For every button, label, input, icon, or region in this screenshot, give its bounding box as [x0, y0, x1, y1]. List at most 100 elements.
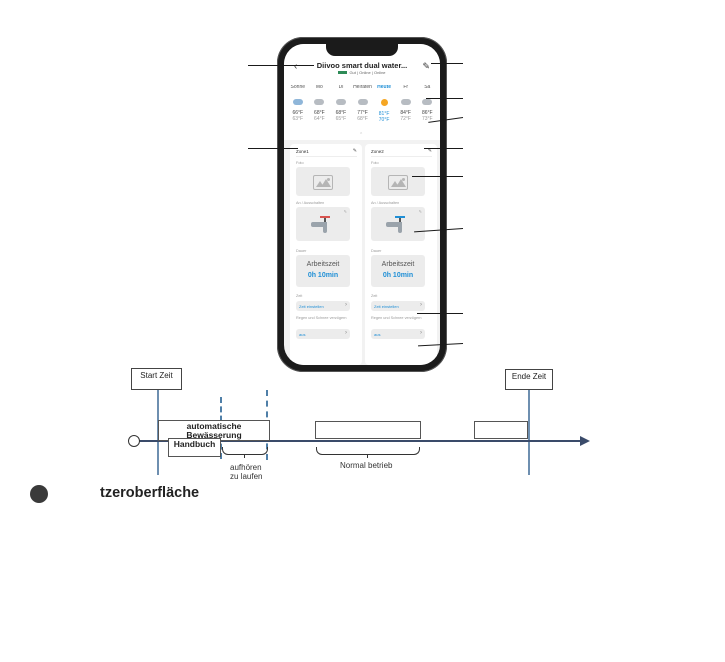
sun-icon — [380, 99, 388, 106]
photo-label: Foto — [296, 161, 304, 165]
weather-day: Sa 86°F 73°F — [416, 85, 438, 123]
temp-high: 68°F — [314, 110, 325, 116]
pencil-icon[interactable]: ✎ — [352, 148, 357, 154]
callout-line — [248, 148, 298, 149]
weather-day-today: Heute 81°F 70°F — [373, 85, 395, 123]
set-time-button[interactable]: Zeit einstellen › — [296, 301, 350, 311]
day-name: Heute — [377, 85, 392, 90]
pencil-icon[interactable]: ✎ — [427, 148, 432, 154]
temp-low: 68°F — [357, 116, 368, 122]
settings-icon[interactable]: ✎ — [343, 209, 347, 214]
stop-running-text: aufhören zu laufen — [230, 463, 263, 481]
normal-run-box — [315, 421, 421, 439]
settings-icon[interactable]: ✎ — [418, 209, 422, 214]
zone-card-2: Zone2✎ Foto An / Ausschalten ✎ Dauer Arb… — [365, 144, 437, 365]
valve-switch[interactable]: ✎ — [296, 207, 350, 241]
callout-line — [426, 98, 463, 99]
duration-box[interactable]: Arbeitszeit 0h 10min — [296, 255, 350, 287]
temp-low: 73°F — [421, 116, 433, 122]
time-label: Zeit — [371, 294, 378, 298]
temp-high: 77°F — [357, 110, 368, 116]
faucet-icon — [386, 215, 410, 235]
end-marker-line — [528, 390, 530, 475]
image-icon — [388, 174, 408, 190]
switch-label: An / Ausschalten — [371, 201, 400, 205]
work-time-value: 0h 10min — [382, 272, 414, 279]
normal-operation-text: Normal betrieb — [340, 461, 393, 470]
temp-high: 68°F — [335, 110, 347, 116]
device-status: Gut | Online | Online — [284, 70, 440, 75]
brace-tip — [367, 454, 368, 458]
duration-box[interactable]: Arbeitszeit 0h 10min — [371, 255, 425, 287]
temp-low: 64°F — [314, 116, 325, 122]
zone-name: Zone2 — [371, 149, 384, 154]
photo-box[interactable] — [296, 167, 350, 196]
zone-card-1: Zone1 ✎ Foto An / Ausschalten ✎ Dauer Arb… — [290, 144, 362, 365]
back-icon[interactable]: ‹ — [294, 61, 298, 72]
photo-box[interactable] — [371, 167, 425, 196]
end-time-label: Ende Zeit — [505, 369, 553, 390]
temp-high: 84°F — [400, 110, 411, 116]
faucet-icon — [311, 215, 335, 235]
cloud-icon — [357, 99, 368, 105]
zone-name: Zone1 — [296, 149, 309, 154]
zone-header: Zone2 ✎ — [371, 148, 432, 157]
brace-tip — [244, 454, 245, 458]
callout-line — [417, 313, 463, 314]
day-name: Di — [338, 85, 344, 90]
rain-delay-label: Regen und Schnee verzögern — [371, 316, 422, 320]
start-time-label: Start Zeit — [131, 368, 182, 390]
set-time-label: Zeit einstellen — [374, 304, 399, 309]
day-name: Heiraten — [353, 85, 372, 90]
chevron-right-icon: › — [345, 302, 347, 308]
brace — [222, 447, 268, 455]
weather-day: Heiraten 77°F 68°F — [352, 85, 374, 123]
timeline-axis — [138, 440, 582, 442]
weather-day: Sonne 66°F 63°F — [287, 85, 309, 123]
weather-forecast: Sonne 66°F 63°F Mo 68°F 64°F Di 68°F 65°… — [287, 85, 438, 123]
rain-delay-button[interactable]: aus › — [371, 329, 425, 339]
day-name: Sa — [424, 85, 431, 90]
duration-label: Dauer — [296, 249, 307, 253]
brace — [316, 447, 420, 455]
weather-day: Fr 84°F 72°F — [395, 85, 417, 123]
chevron-right-icon: › — [345, 330, 347, 336]
set-time-button[interactable]: Zeit einstellen › — [371, 301, 425, 311]
section-heading: tzeroberfläche — [100, 485, 200, 501]
time-label: Zeit — [296, 294, 303, 298]
temp-low: 72°F — [400, 116, 411, 122]
device-status-text: Gut | Online | Online — [349, 70, 386, 75]
temp-low: 70°F — [378, 117, 390, 123]
day-name: Mo — [315, 85, 323, 90]
switch-label: An / Ausschalten — [296, 201, 325, 205]
chevron-right-icon: › — [420, 302, 422, 308]
temp-high: 81°F — [378, 111, 390, 117]
rain-delay-label: Regen und Schnee verzögern — [296, 316, 347, 320]
arrow-right-icon — [580, 436, 590, 446]
work-time-label: Arbeitszeit — [381, 261, 415, 268]
cloud-icon — [335, 99, 346, 105]
phone-mockup: ‹ Diivoo smart dual water... ✎ Gut | Onl… — [277, 37, 447, 372]
temp-low: 65°F — [335, 116, 347, 122]
callout-line — [412, 176, 463, 177]
cloud-icon — [400, 99, 411, 105]
rain-delay-button[interactable]: aus › — [296, 329, 350, 339]
phone-notch — [326, 44, 398, 56]
callout-line — [424, 148, 463, 149]
image-icon — [313, 174, 333, 190]
photo-label: Foto — [371, 161, 379, 165]
section-bullet-icon — [30, 485, 48, 503]
app-screen: ‹ Diivoo smart dual water... ✎ Gut | Onl… — [284, 44, 440, 365]
chevron-right-icon: › — [420, 330, 422, 336]
temp-high: 66°F — [292, 110, 304, 116]
manual-box: Handbuch — [168, 438, 221, 457]
cloud-icon — [314, 99, 325, 105]
chevron-up-icon[interactable]: ⌃ — [359, 132, 364, 138]
edit-icon[interactable]: ✎ — [422, 61, 430, 71]
battery-icon — [338, 71, 348, 75]
rain-cloud-icon — [292, 99, 303, 105]
start-circle-icon — [128, 435, 140, 447]
set-time-label: Zeit einstellen — [299, 304, 324, 309]
valve-switch[interactable]: ✎ — [371, 207, 425, 241]
work-time-value: 0h 10min — [307, 272, 339, 279]
